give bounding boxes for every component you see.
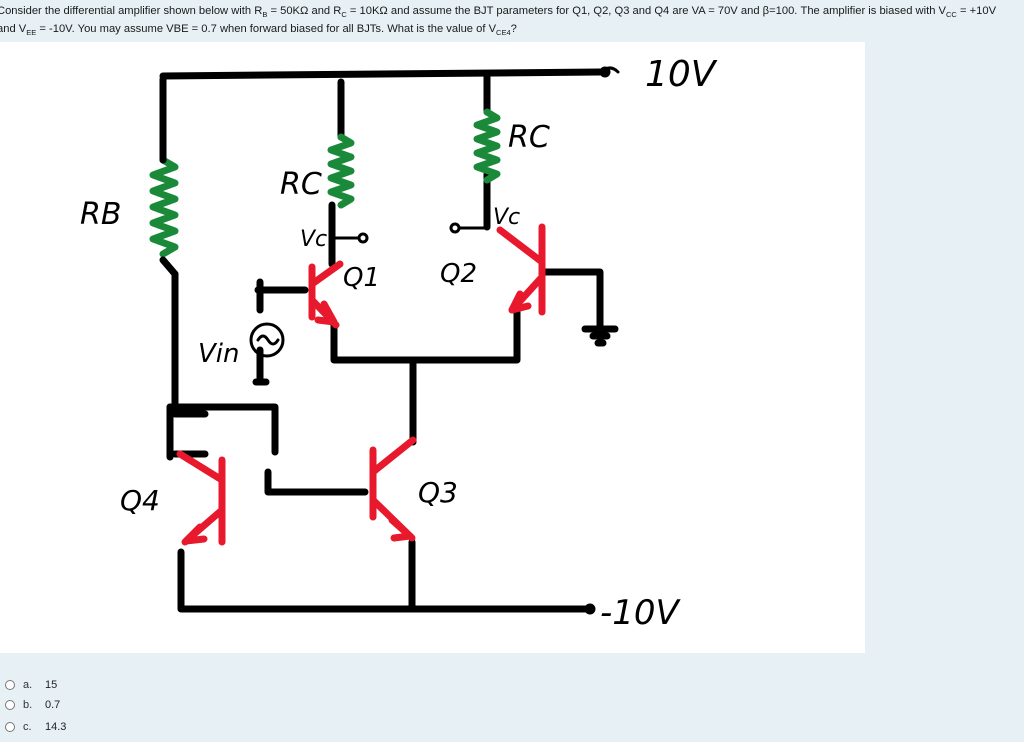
q4-label: Q4 xyxy=(120,484,160,517)
vc-right-label: Vc xyxy=(493,205,520,230)
rc-right-label: RC xyxy=(508,120,550,155)
q2-label: Q2 xyxy=(440,259,477,289)
resistor-rc-left xyxy=(327,133,355,209)
option-c[interactable]: c. 14.3 xyxy=(0,718,66,736)
q3-label: Q3 xyxy=(418,476,458,509)
circuit-figure: 10V -10V RB RC RC Vc Vc Q1 Q2 Q3 Q4 Vin xyxy=(0,42,865,653)
circuit-diagram: 10V -10V RB RC RC Vc Vc Q1 Q2 Q3 Q4 Vin xyxy=(80,54,718,633)
radio-c[interactable] xyxy=(5,722,15,732)
vee-label: -10V xyxy=(600,593,682,633)
radio-b[interactable] xyxy=(5,700,15,710)
radio-a[interactable] xyxy=(5,680,15,690)
option-b[interactable]: b. 0.7 xyxy=(0,696,60,714)
transistor-q3 xyxy=(369,436,417,542)
vee-terminal xyxy=(584,603,596,615)
rb-label: RB xyxy=(80,197,121,232)
q1-label: Q1 xyxy=(343,263,380,293)
vc-left-label: Vc xyxy=(300,227,327,252)
question-line-2: and VEE = -10V. You may assume VBE = 0.7… xyxy=(0,23,517,38)
transistor-q4 xyxy=(176,450,226,546)
rc-left-label: RC xyxy=(280,167,322,202)
transistors xyxy=(176,223,546,546)
transistor-q2 xyxy=(496,223,546,316)
vcc-label: 10V xyxy=(645,54,718,95)
resistor-rc-right xyxy=(473,108,501,184)
terminals xyxy=(249,66,620,615)
vin-source xyxy=(249,322,285,358)
question-text: Consider the differential amplifier show… xyxy=(0,2,1024,38)
question-line-1: Consider the differential amplifier show… xyxy=(0,5,997,20)
resistors xyxy=(149,108,501,278)
option-a[interactable]: a. 15 xyxy=(0,676,57,694)
vin-label: Vin xyxy=(198,339,240,369)
wires xyxy=(159,68,619,613)
transistor-q1 xyxy=(308,260,344,329)
resistor-rb xyxy=(149,156,179,258)
